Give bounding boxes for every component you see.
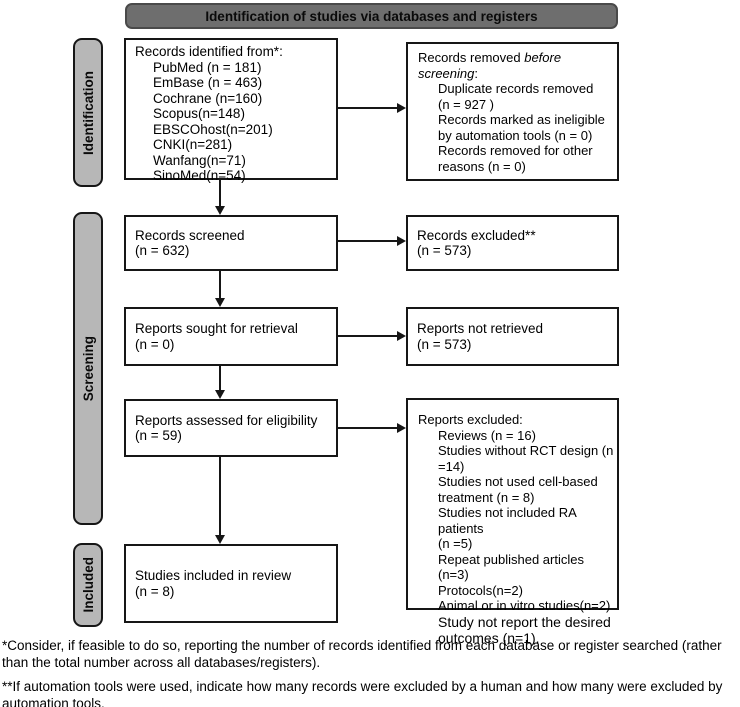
db-count: Wanfang(n=71) (153, 152, 246, 168)
reports-not-retrieved-label: Reports not retrieved (417, 321, 544, 336)
box-reports-not-retrieved: Reports not retrieved (n = 573) (406, 307, 619, 366)
removal-reason: Duplicate records removed (n = 927 ) (438, 81, 594, 112)
db-count: EBSCOhost(n=201) (153, 121, 273, 137)
stage-label-screening: Screening (73, 212, 103, 525)
db-count: Cochrane (n=160) (153, 90, 263, 106)
records-removed-title-suffix: : (474, 65, 478, 81)
arrowhead-right-icon (397, 423, 406, 433)
studies-included-label: Studies included in review (135, 568, 292, 583)
records-excluded-label: Records excluded** (417, 227, 536, 243)
arrow-line (219, 366, 221, 391)
reports-excluded-title: Reports excluded: (418, 412, 523, 427)
box-records-excluded: Records excluded** (n = 573) (406, 215, 619, 271)
arrow-assessed-to-included (214, 457, 226, 544)
arrow-line (219, 180, 221, 207)
records-excluded-count: (n = 573) (417, 243, 472, 258)
box-reports-excluded: Reports excluded: Reviews (n = 16) Studi… (406, 398, 619, 646)
flow-title: Identification of studies via databases … (205, 8, 538, 24)
arrow-sought-to-not-retrieved (338, 330, 406, 342)
arrow-identified-to-removed (338, 102, 406, 114)
arrow-assessed-to-reports-excluded (338, 422, 406, 434)
studies-included-count: (n = 8) (135, 583, 175, 599)
arrowhead-right-icon (397, 103, 406, 113)
exclusion-reason: Animal or in vitro studies(n=2) (438, 598, 611, 613)
arrowhead-down-icon (215, 298, 225, 307)
reports-sought-label: Reports sought for retrieval (135, 321, 298, 336)
stage-label-included-text: Included (80, 557, 96, 613)
exclusion-reason: Study not report the desired outcomes (n… (438, 613, 611, 646)
records-identified-title: Records identified from*: (135, 44, 283, 59)
flow-title-banner: Identification of studies via databases … (125, 3, 618, 29)
footnote-double-asterisk: **If automation tools were used, indicat… (2, 679, 723, 707)
arrowhead-right-icon (397, 236, 406, 246)
box-reports-assessed: Reports assessed for eligibility (n = 59… (124, 399, 338, 457)
removal-reason: Records marked as ineligible by automati… (438, 112, 605, 143)
arrow-line (338, 335, 398, 337)
stage-label-included: Included (73, 543, 103, 627)
removal-reason: Records removed for other reasons (n = 0… (438, 143, 593, 174)
arrowhead-down-icon (215, 206, 225, 215)
reports-not-retrieved-count: (n = 573) (417, 336, 472, 352)
db-count: EmBase (n = 463) (153, 75, 263, 90)
box-records-screened: Records screened (n = 632) (124, 215, 338, 271)
stage-label-identification-text: Identification (80, 70, 96, 155)
exclusion-reason: Repeat published articles (n=3) (438, 551, 584, 583)
box-records-removed: Records removed before screening: Duplic… (406, 42, 619, 181)
db-count: Scopus(n=148) (153, 106, 245, 121)
exclusion-reason: Studies not used cell-based treatment (n… (438, 474, 598, 505)
arrow-screened-to-sought (214, 271, 226, 307)
footnote-asterisk: *Consider, if feasible to do so, reporti… (2, 638, 722, 670)
exclusion-reason: Reviews (n = 16) (438, 427, 536, 443)
records-removed-title-italic: before screening (418, 50, 562, 81)
arrow-identified-to-screened (214, 180, 226, 215)
arrow-line (338, 240, 398, 242)
arrowhead-right-icon (397, 331, 406, 341)
box-studies-included: Studies included in review (n = 8) (124, 544, 338, 623)
arrow-line (219, 457, 221, 536)
exclusion-reason: Studies not included RA patients (n =5) (438, 505, 577, 551)
arrow-line (338, 107, 398, 109)
records-screened-count: (n = 632) (135, 243, 190, 258)
exclusion-reason: Studies without RCT design (n =14) (438, 443, 614, 474)
arrow-screened-to-excluded (338, 235, 406, 247)
arrowhead-down-icon (215, 390, 225, 399)
arrowhead-down-icon (215, 535, 225, 544)
arrow-line (219, 271, 221, 299)
box-records-identified: Records identified from*: PubMed (n = 18… (124, 38, 338, 183)
arrow-sought-to-assessed (214, 366, 226, 399)
records-removed-title: Records removed before screening: (418, 50, 615, 81)
exclusion-reason: Protocols(n=2) (438, 582, 523, 598)
reports-assessed-count: (n = 59) (135, 428, 182, 443)
arrow-line (338, 427, 398, 429)
db-count: PubMed (n = 181) (153, 59, 262, 75)
box-reports-sought: Reports sought for retrieval (n = 0) (124, 307, 338, 366)
db-count: CNKI(n=281) (153, 137, 233, 152)
stage-label-screening-text: Screening (80, 335, 96, 402)
db-count: SinoMed(n=54) (153, 168, 246, 183)
stage-label-identification: Identification (73, 38, 103, 187)
reports-assessed-label: Reports assessed for eligibility (135, 412, 318, 428)
records-screened-label: Records screened (135, 227, 245, 243)
records-removed-title-prefix: Records removed (418, 50, 525, 65)
reports-sought-count: (n = 0) (135, 336, 175, 352)
